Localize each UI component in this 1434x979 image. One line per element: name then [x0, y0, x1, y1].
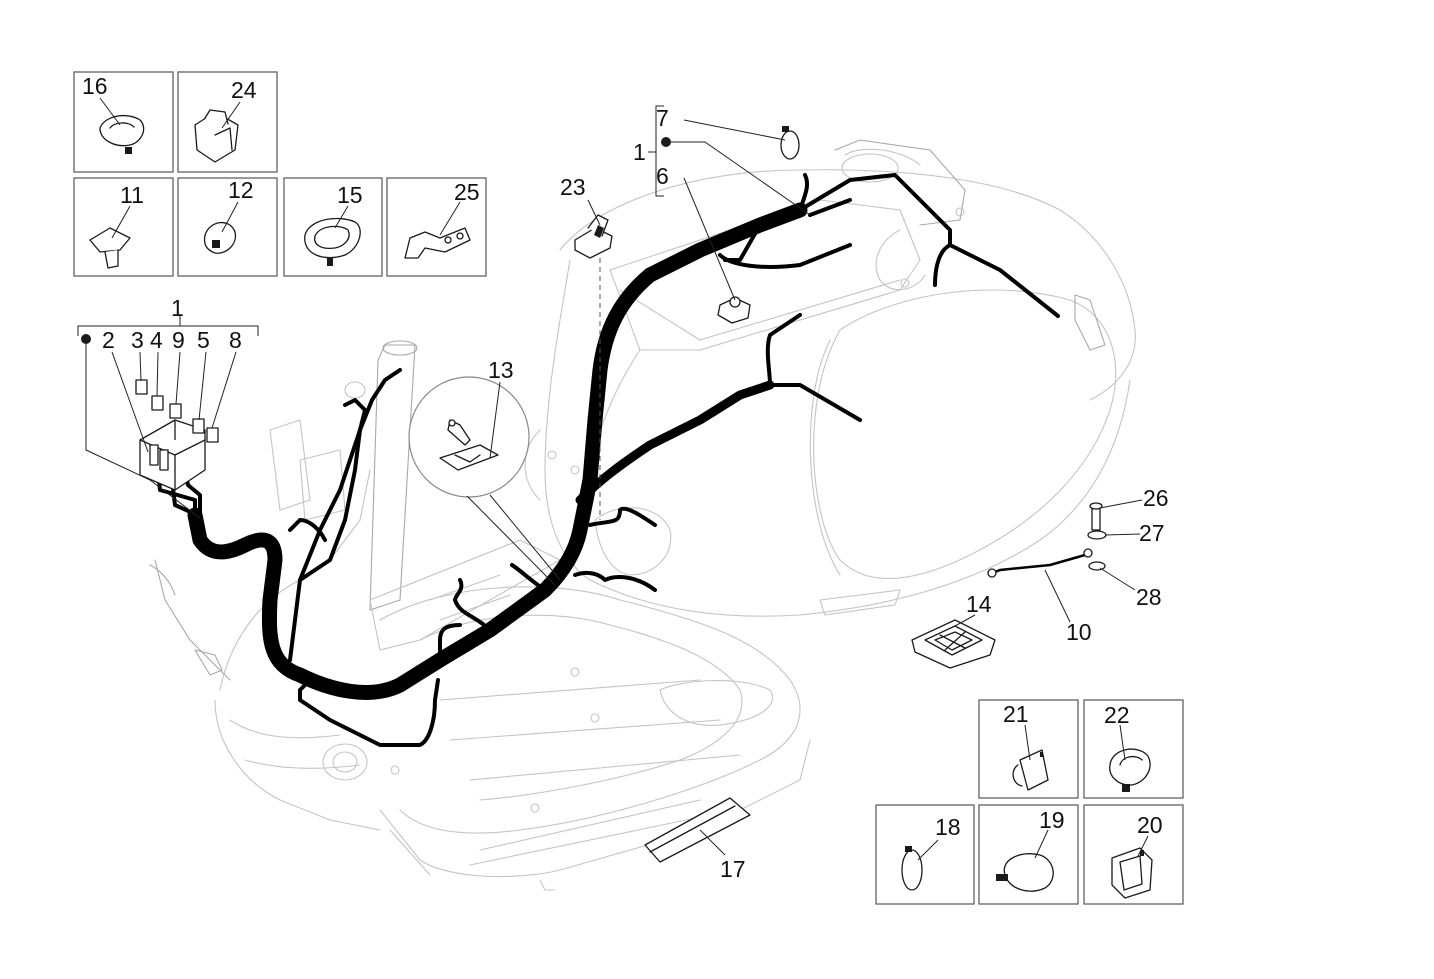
- callout-26: 26: [1143, 485, 1169, 511]
- callout-19: 19: [1039, 807, 1065, 833]
- callout-8: 8: [229, 327, 242, 353]
- parts-box-12: [177, 177, 278, 277]
- parts-box-15: [283, 177, 383, 277]
- callout-1-left: 1: [171, 295, 184, 321]
- callout-labels: 1 2 3 4 9 5 8 7 1 6 23 13 16 24 11 12 15…: [82, 73, 1169, 882]
- callout-10: 10: [1066, 619, 1092, 645]
- callout-28: 28: [1136, 584, 1162, 610]
- fuse-9: [169, 403, 182, 419]
- callout-12: 12: [228, 177, 254, 203]
- parts-box-11: [73, 177, 174, 277]
- callout-1-top: 1: [633, 139, 646, 165]
- callout-4: 4: [150, 327, 163, 353]
- fuse-4: [151, 395, 164, 411]
- callout-13: 13: [488, 357, 514, 383]
- parts-box-25: [386, 177, 487, 277]
- part-17-floor-strip: [644, 797, 751, 863]
- callout-23: 23: [560, 174, 586, 200]
- callout-18: 18: [935, 814, 961, 840]
- parts-box-18: [875, 804, 975, 905]
- callout-16: 16: [82, 73, 108, 99]
- callout-15: 15: [337, 182, 363, 208]
- part-7-cable-tie: [780, 126, 800, 160]
- parts-box-19: [978, 804, 1079, 905]
- parts-box-22: [1083, 699, 1184, 799]
- callout-3: 3: [131, 327, 144, 353]
- callout-24: 24: [231, 77, 257, 103]
- part-6-clip: [717, 296, 751, 324]
- parts-box-20: [1083, 804, 1184, 905]
- callout-27: 27: [1139, 520, 1165, 546]
- fuse-5: [192, 418, 205, 434]
- callout-14: 14: [966, 591, 992, 617]
- fuse-3: [135, 379, 148, 395]
- bracket-item-1-left: [77, 316, 259, 344]
- callout-2: 2: [102, 327, 115, 353]
- callout-7: 7: [656, 105, 669, 131]
- callout-22: 22: [1104, 702, 1130, 728]
- part-14-grommet: [911, 619, 996, 669]
- main-wiring-harness: [156, 173, 1060, 747]
- callout-17: 17: [720, 856, 746, 882]
- bracket-item-1-top: [648, 105, 671, 197]
- leader-lines: [85, 97, 1149, 861]
- callout-20: 20: [1137, 812, 1163, 838]
- callout-5: 5: [197, 327, 210, 353]
- detail-circle-13: [408, 376, 561, 586]
- parts-box-16: [73, 71, 174, 173]
- callout-9: 9: [172, 327, 185, 353]
- callout-21: 21: [1003, 701, 1029, 727]
- part-10-ground-cable: [987, 548, 1093, 578]
- fuse-box-group: [135, 379, 219, 491]
- callout-11: 11: [120, 182, 144, 208]
- parts-box-24: [177, 71, 278, 173]
- callout-6: 6: [656, 163, 669, 189]
- part-26-bolt-group: [1087, 502, 1107, 571]
- callout-25: 25: [454, 179, 480, 205]
- part-23-clip: [574, 214, 613, 520]
- fuse-8: [206, 427, 219, 443]
